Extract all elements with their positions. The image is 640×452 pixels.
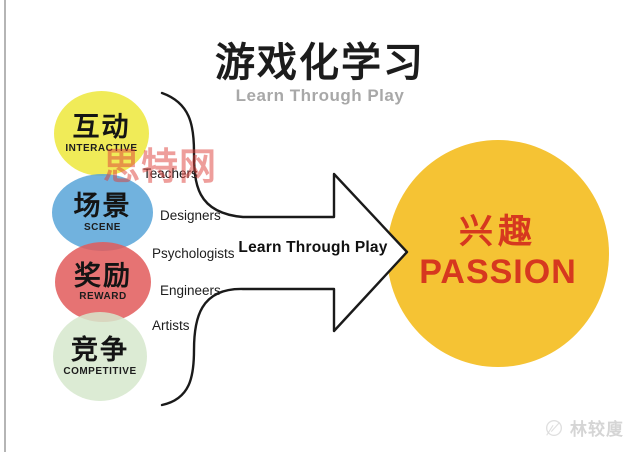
page-title: 游戏化学习 <box>215 41 425 85</box>
profession-label-designers: Designers <box>160 208 221 223</box>
author-watermark: 林较廋 <box>543 415 624 440</box>
profession-label-teachers: Teachers <box>143 166 198 181</box>
left-edge-line <box>4 0 6 452</box>
profession-label-engineers: Engineers <box>160 283 221 298</box>
circle-label-zh: 奖励 <box>74 260 132 291</box>
source-circle-competitive: 竞争 COMPETITIVE <box>53 312 147 401</box>
funnel-arrow-path <box>160 91 409 407</box>
page-subtitle: Learn Through Play <box>235 86 405 105</box>
logo-mark-icon <box>545 419 563 436</box>
arrow-label: Learn Through Play <box>238 239 388 256</box>
profession-label-psychologists: Psychologists <box>152 246 235 261</box>
circle-label-zh: 互动 <box>72 112 131 143</box>
result-circle-passion: 兴趣 PASSION <box>387 140 609 367</box>
passion-label-zh: 兴趣 <box>459 213 537 252</box>
source-circle-scene: 场景 SCENE <box>52 174 153 251</box>
source-circle-interactive: 互动 INTERACTIVE <box>54 91 149 176</box>
circle-label-en: REWARD <box>79 291 127 303</box>
circle-label-en: COMPETITIVE <box>63 365 137 377</box>
passion-label-en: PASSION <box>419 252 577 291</box>
circle-label-zh: 竞争 <box>71 335 129 366</box>
profession-label-artists: Artists <box>152 318 190 333</box>
author-watermark-text: 林较廋 <box>570 420 624 439</box>
circle-label-en: INTERACTIVE <box>65 142 138 154</box>
red-watermark: 思特网 <box>103 146 217 187</box>
circle-label-zh: 场景 <box>73 191 132 222</box>
source-circle-reward: 奖励 REWARD <box>55 242 151 322</box>
circle-label-en: SCENE <box>84 221 121 233</box>
